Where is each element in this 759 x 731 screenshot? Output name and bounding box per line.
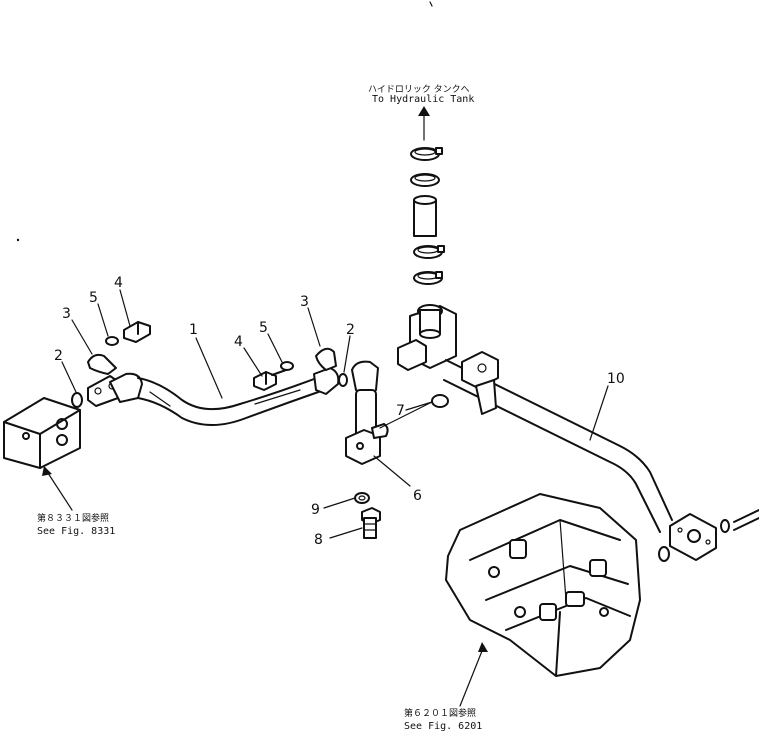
o-ring-left	[71, 392, 83, 408]
washer-right	[280, 361, 294, 371]
o-ring-7	[431, 394, 449, 408]
bolt-8	[361, 507, 381, 539]
callout-6: 6	[413, 488, 422, 504]
tank-en-label: To Hydraulic Tank	[372, 94, 474, 105]
fig6201-jp-label: 第６２０１図参照	[404, 707, 476, 719]
leader-3-left	[71, 319, 93, 355]
stray-dot	[16, 238, 20, 242]
leader-5-left	[97, 303, 109, 337]
callout-1: 1	[189, 322, 198, 338]
fig8331-arrow	[42, 466, 52, 476]
callout-4-right: 4	[234, 334, 243, 350]
leader-2-left	[61, 361, 77, 393]
bolt-left	[123, 321, 151, 343]
callout-9: 9	[311, 502, 320, 518]
leader-9	[323, 497, 356, 509]
callout-3-left: 3	[62, 306, 71, 322]
tank-arrow	[418, 106, 430, 116]
tank-hose	[413, 195, 437, 237]
elbow-block-6	[345, 360, 389, 465]
callout-2-left: 2	[54, 348, 63, 364]
leader-10	[589, 385, 609, 441]
callout-8: 8	[314, 532, 323, 548]
pipe-10	[397, 304, 717, 561]
hose-1	[87, 367, 340, 426]
leader-8	[329, 527, 363, 539]
leader-4-right	[243, 347, 263, 377]
o-ring-right	[338, 373, 348, 387]
callout-2-right: 2	[346, 322, 355, 338]
o-ring-pipe-end	[720, 519, 730, 533]
o-ring-control-valve	[658, 546, 670, 562]
stray-mark	[429, 1, 433, 7]
leader-6	[373, 455, 411, 487]
fig6201-leader	[459, 645, 485, 707]
leader-2-right	[343, 335, 351, 373]
leader-4-left	[119, 289, 131, 327]
control-valve	[445, 493, 641, 677]
leader-7	[379, 401, 433, 429]
fig8331-jp-label: 第８３３１図参照	[37, 512, 109, 524]
left-valve-block	[3, 397, 81, 469]
callout-3-right: 3	[300, 294, 309, 310]
hose-clamp-bottom-1	[413, 245, 445, 259]
leader-1	[195, 337, 223, 399]
fig6201-en-label: See Fig. 6201	[404, 721, 482, 731]
pipe-continuation	[733, 509, 759, 531]
callout-5-right: 5	[259, 320, 268, 336]
leader-5-right	[267, 333, 283, 363]
bolt-right	[253, 369, 287, 391]
tank-jp-label: ハイドロリック タンクへ	[368, 84, 470, 95]
clamp-half-right	[315, 347, 337, 371]
leader-3-right	[307, 307, 321, 347]
hose-clamp-top-1	[410, 147, 443, 161]
clamp-half-left	[87, 353, 117, 375]
callout-10: 10	[607, 371, 625, 387]
fig6201-arrow	[478, 642, 488, 652]
callout-7: 7	[396, 403, 405, 419]
washer-9	[354, 492, 370, 504]
fig8331-en-label: See Fig. 8331	[37, 526, 115, 537]
hose-clamp-bottom-2	[413, 271, 443, 285]
hose-clamp-top-2	[410, 173, 440, 187]
washer-left	[105, 336, 119, 346]
fig8331-leader	[45, 469, 73, 511]
callout-5-left: 5	[89, 290, 98, 306]
callout-4-left: 4	[114, 275, 123, 291]
